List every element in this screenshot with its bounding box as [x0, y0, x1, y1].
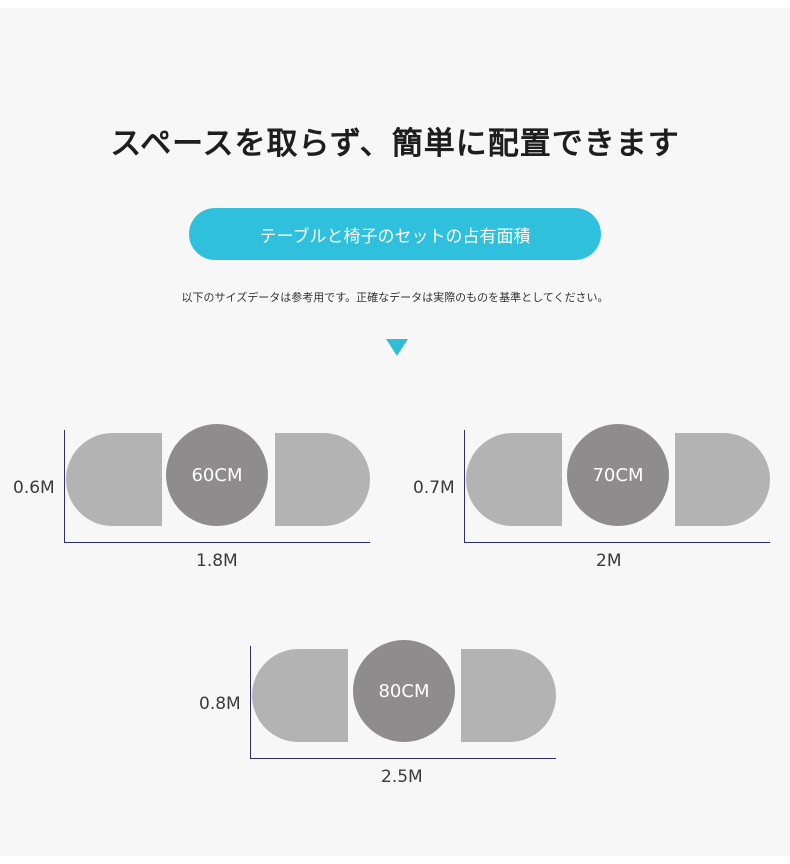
page-headline: スペースを取らず、簡単に配置できます — [110, 126, 680, 162]
width-label: 1.8M — [196, 551, 238, 571]
table-size-label: 80CM — [378, 680, 430, 702]
depth-axis — [464, 430, 465, 543]
width-axis — [464, 542, 770, 543]
size-disclaimer: 以下のサイズデータは参考用です。正確なデータは実際のものを基準としてください。 — [181, 291, 609, 304]
chair-left — [66, 433, 162, 526]
down-arrow-icon — [386, 339, 408, 356]
chair-left — [252, 649, 348, 742]
depth-label: 0.7M — [413, 478, 455, 498]
width-axis — [64, 542, 370, 543]
section-pill-label: テーブルと椅子のセットの占有面積 — [259, 226, 531, 247]
round-table: 80CM — [353, 640, 455, 742]
chair-right — [275, 433, 370, 526]
depth-label: 0.8M — [199, 694, 241, 714]
chair-left — [466, 433, 562, 526]
table-size-label: 70CM — [592, 464, 644, 486]
chair-right — [675, 433, 770, 526]
width-label: 2.5M — [381, 767, 423, 787]
round-table: 60CM — [166, 424, 268, 526]
section-pill: テーブルと椅子のセットの占有面積 — [189, 208, 601, 260]
width-axis — [250, 758, 556, 759]
product-page: スペースを取らず、簡単に配置できます テーブルと椅子のセットの占有面積 以下のサ… — [0, 8, 790, 856]
table-size-label: 60CM — [191, 464, 243, 486]
depth-axis — [64, 430, 65, 543]
depth-axis — [250, 646, 251, 759]
width-label: 2M — [596, 551, 622, 571]
chair-right — [461, 649, 556, 742]
round-table: 70CM — [567, 424, 669, 526]
depth-label: 0.6M — [13, 478, 55, 498]
